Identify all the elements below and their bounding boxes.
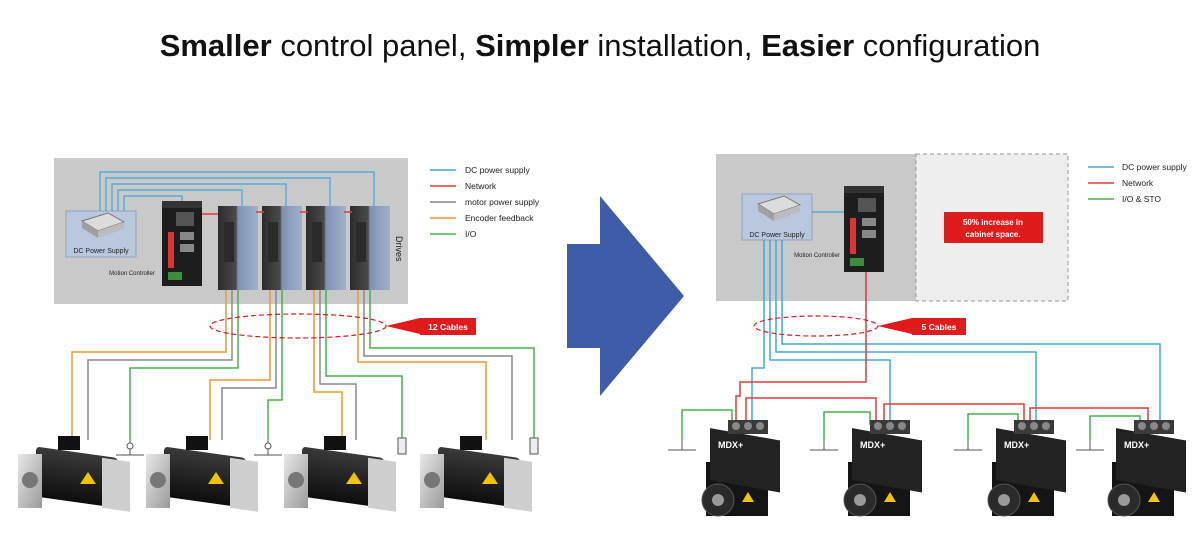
left-cables-callout: 12 Cables bbox=[386, 318, 476, 335]
title-text-1: control panel, bbox=[271, 28, 476, 63]
title-bold-simpler: Simpler bbox=[475, 28, 589, 63]
right-controller-label: Motion Controller bbox=[794, 253, 840, 259]
left-legend-network: Network bbox=[465, 181, 497, 191]
right-io-terminals bbox=[668, 440, 1104, 451]
right-field-cables bbox=[681, 240, 1161, 440]
left-dc-power-cables bbox=[99, 171, 375, 211]
left-legend-encoder: Encoder feedback bbox=[465, 213, 534, 223]
left-legend: DC power supply Network motor power supp… bbox=[430, 165, 540, 239]
title-bold-smaller: Smaller bbox=[159, 28, 272, 63]
left-traditional-system: DC Power Supply Motion Controller bbox=[18, 158, 540, 512]
right-legend-network: Network bbox=[1122, 178, 1154, 188]
title-text-2: installation, bbox=[588, 28, 762, 63]
right-space-callout-line1: 50% increase in bbox=[963, 218, 1023, 227]
right-motor-1: MDX+ bbox=[701, 420, 780, 517]
transition-arrow bbox=[567, 196, 684, 396]
left-motor-2 bbox=[146, 436, 258, 512]
left-cable-bundle-ellipse bbox=[209, 313, 387, 339]
left-legend-io: I/O bbox=[465, 229, 477, 239]
right-motor-1-brand: MDX+ bbox=[718, 440, 743, 450]
title-text-3: configuration bbox=[854, 28, 1041, 63]
left-cables-callout-text: 12 Cables bbox=[428, 322, 468, 332]
right-motor-2: MDX+ bbox=[843, 420, 922, 517]
title-bold-easier: Easier bbox=[761, 28, 855, 63]
drives-label: Drives bbox=[394, 236, 404, 262]
right-space-callout: 50% increase in cabinet space. bbox=[944, 212, 1043, 243]
right-integrated-motors: MDX+ MDX+ bbox=[701, 420, 1186, 517]
page-title: Smaller control panel, Simpler installat… bbox=[0, 28, 1200, 64]
left-motor-1 bbox=[18, 436, 130, 512]
left-controller-label: Motion Controller bbox=[109, 271, 155, 277]
left-motor-3 bbox=[284, 436, 396, 512]
left-motion-controller: Motion Controller bbox=[109, 201, 202, 286]
left-drives: Drives bbox=[218, 206, 404, 290]
left-dc-supply-label: DC Power Supply bbox=[73, 248, 129, 255]
left-field-cables bbox=[71, 290, 535, 440]
left-legend-motor-power: motor power supply bbox=[465, 197, 540, 207]
right-motion-controller: Motion Controller bbox=[794, 186, 884, 272]
right-legend-io-sto: I/O & STO bbox=[1122, 194, 1161, 204]
right-space-callout-line2: cabinet space. bbox=[965, 230, 1020, 239]
right-motor-2-brand: MDX+ bbox=[860, 440, 885, 450]
right-motor-4-brand: MDX+ bbox=[1124, 440, 1149, 450]
right-motor-4: MDX+ bbox=[1107, 420, 1186, 517]
left-legend-dc: DC power supply bbox=[465, 165, 530, 175]
right-motor-3: MDX+ bbox=[987, 420, 1066, 517]
left-io-terminals bbox=[116, 437, 539, 456]
right-dc-power-supply: DC Power Supply bbox=[741, 193, 813, 241]
right-legend-dc: DC power supply bbox=[1122, 162, 1187, 172]
right-integrated-system: 50% increase in cabinet space. DC Power … bbox=[668, 153, 1187, 517]
left-motor-4 bbox=[420, 436, 532, 512]
right-cables-callout: 5 Cables bbox=[878, 318, 966, 335]
right-cable-bundle-ellipse bbox=[753, 315, 879, 337]
left-dc-power-supply: DC Power Supply bbox=[65, 210, 137, 258]
left-servo-motors bbox=[18, 436, 532, 512]
right-dc-supply-label: DC Power Supply bbox=[749, 232, 805, 239]
right-cables-callout-text: 5 Cables bbox=[922, 322, 957, 332]
right-legend: DC power supply Network I/O & STO bbox=[1088, 162, 1187, 204]
left-network-cables bbox=[202, 211, 352, 215]
right-motor-3-brand: MDX+ bbox=[1004, 440, 1029, 450]
